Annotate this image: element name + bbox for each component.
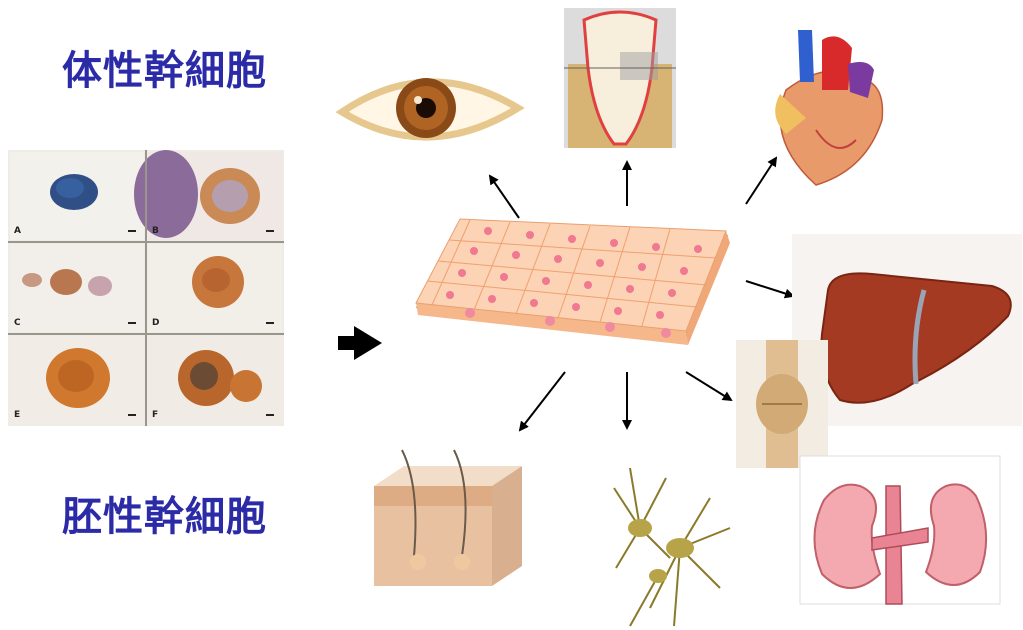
tooth-icon [564,8,676,148]
kidney-icon [800,456,1000,604]
skin-icon [362,446,530,592]
eye-icon [338,64,522,154]
heart-icon [756,20,886,196]
bone-icon [736,340,828,468]
neuron-icon [610,458,734,628]
